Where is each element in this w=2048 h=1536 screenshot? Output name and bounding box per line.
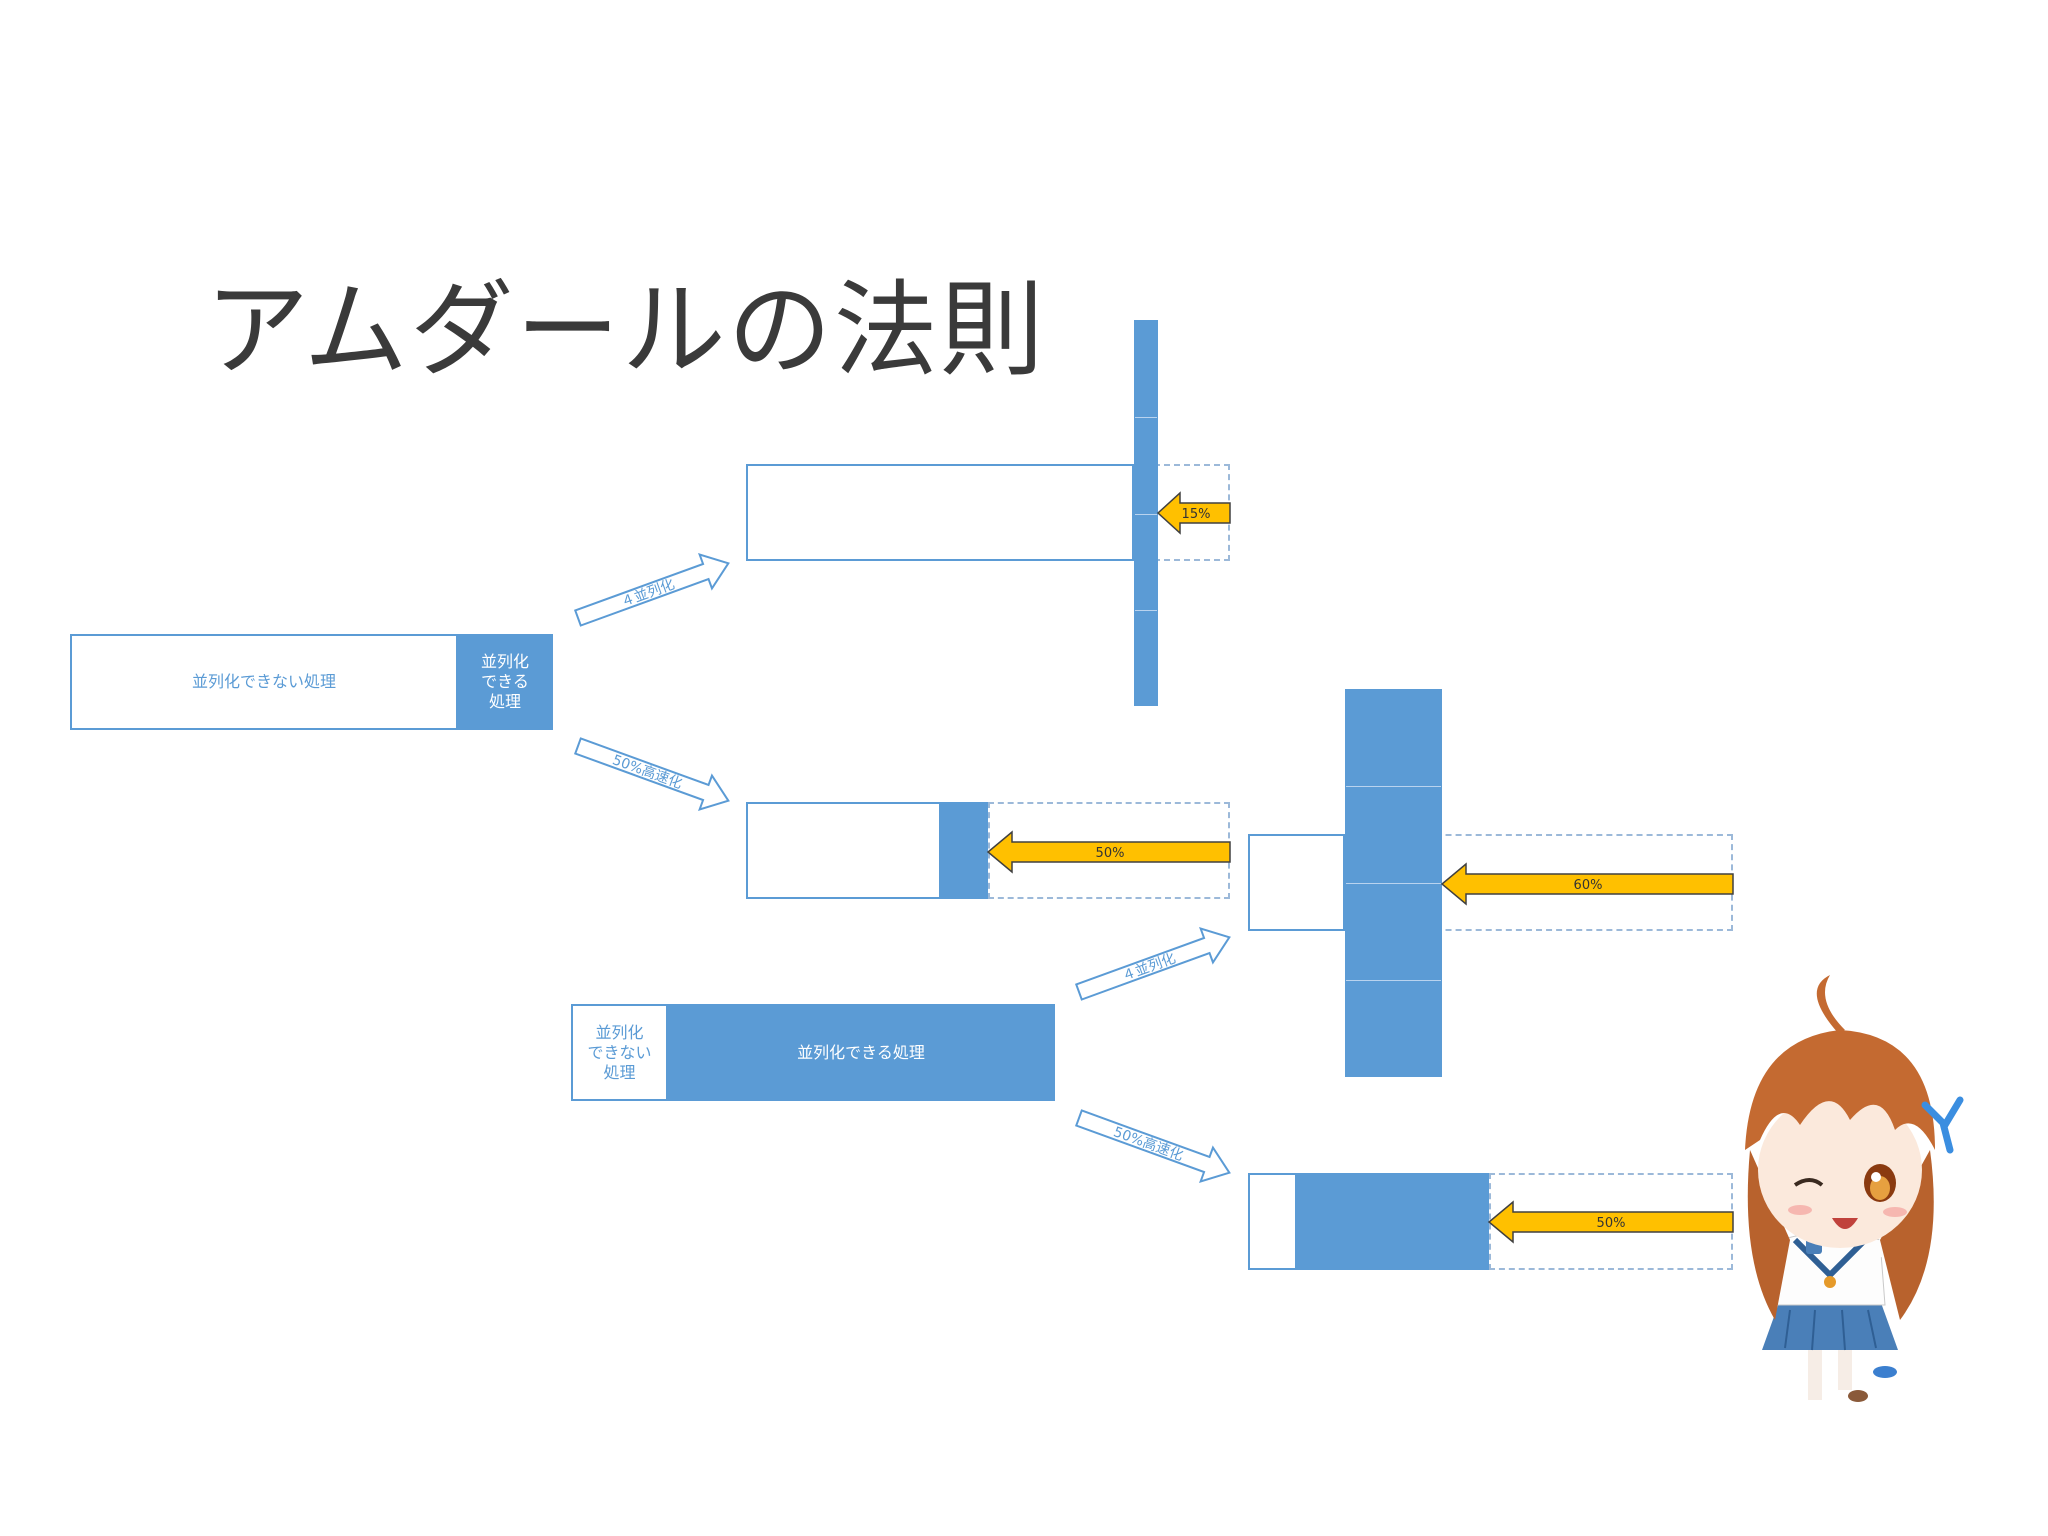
parallelize-arrow-top-label: ４並列化 [619,577,677,611]
reduction-arrow-60-label: 60% [1574,878,1603,893]
parallel-process-box [457,634,553,730]
parallelize-arrow-top: ４並列化 [573,553,730,627]
parallel-process-box-large [667,1004,1055,1101]
reduction-arrow-60: 60% [1440,862,1734,906]
bottom-parallel-stack [1345,689,1442,1077]
reduction-arrow-50-bottom: 50% [1487,1200,1734,1244]
serial-process-box [70,634,458,730]
serial-process-label: 並列化できない処理 [191,672,336,691]
bottom-speedup-parallel-box [1296,1173,1489,1270]
reduction-arrow-15: 15% [1156,491,1231,535]
speedup-arrow-top: 50%高速化 [573,737,730,811]
reduction-arrow-50-top: 50% [986,830,1231,874]
bottom-parallel-serial-box [1248,834,1345,931]
parallel-process-label: 並列化 できる 処理 [480,652,529,711]
serial-process-label-small: 並列化 できない 処理 [587,1022,652,1082]
page-title: アムダールの法則 [205,269,1046,391]
reduction-arrow-50-top-label: 50% [1096,846,1125,861]
parallelize-arrow-bottom: ４並列化 [1074,927,1231,1001]
top-speedup-serial-box [746,802,941,899]
top-parallel-serial-box [746,464,1134,561]
reduction-arrow-15-label: 15% [1182,507,1211,522]
parallelize-arrow-bottom-label: ４並列化 [1120,951,1178,985]
top-speedup-parallel-box [940,802,988,899]
speedup-arrow-bottom: 50%高速化 [1074,1109,1231,1183]
reduction-arrow-50-bottom-label: 50% [1597,1216,1626,1231]
mascot-illustration [1745,975,1964,1402]
parallel-process-label-large: 並列化できる処理 [797,1042,925,1062]
